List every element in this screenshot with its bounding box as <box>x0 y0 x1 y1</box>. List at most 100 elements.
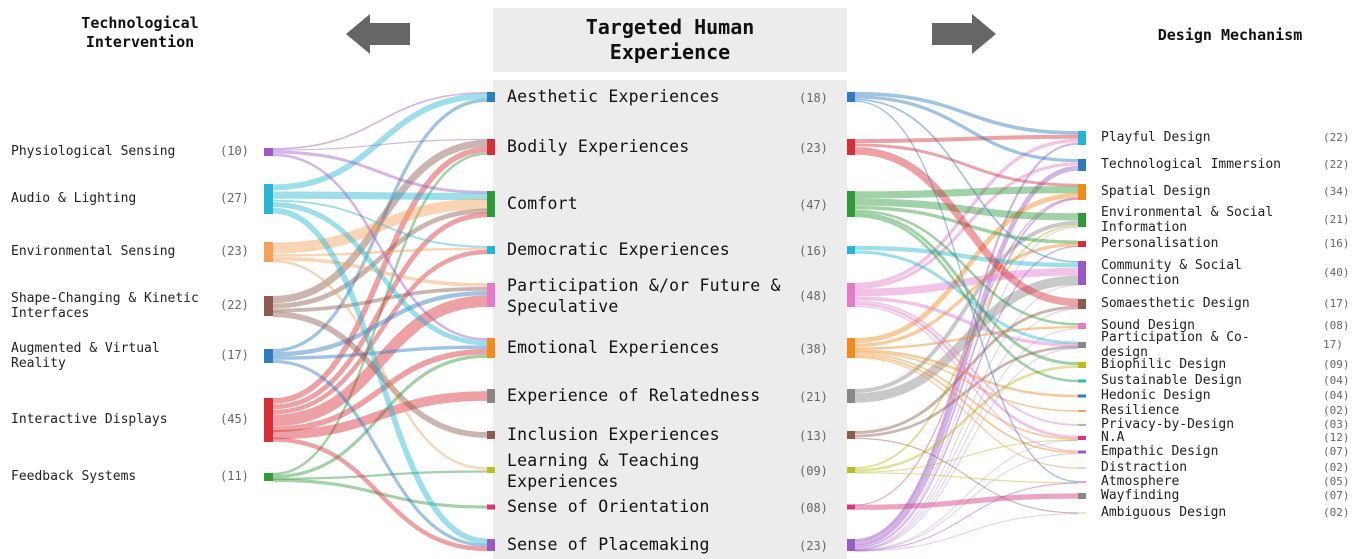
left-flow-link <box>272 249 488 415</box>
middle-column-header-text: Targeted Human Experience <box>585 15 755 64</box>
right-node-bar <box>1078 323 1086 329</box>
middle-node-label: Emotional Experiences <box>507 338 720 357</box>
right-node-count: (02) <box>1323 506 1350 519</box>
right-node-bar <box>1078 493 1086 499</box>
right-node-label: Distraction <box>1101 460 1188 475</box>
left-node-count: (27) <box>220 191 249 205</box>
right-flow-link <box>854 513 1079 552</box>
right-node-count: (16) <box>1323 237 1350 250</box>
right-flow-link <box>854 198 1079 547</box>
middle-node-count: (08) <box>799 501 828 515</box>
middle-node-count: (47) <box>799 198 828 212</box>
left-node-count: (17) <box>220 348 249 362</box>
right-node-label: Privacy-by-Design <box>1101 417 1235 432</box>
middle-node-bar-left <box>487 92 495 102</box>
right-flow-link <box>854 100 1079 483</box>
right-flow-link <box>854 138 1079 287</box>
right-flow-link <box>854 325 1079 350</box>
right-node-count: (34) <box>1323 185 1350 198</box>
right-flow-link <box>854 351 1079 412</box>
middle-node-label: Sense of Orientation <box>507 497 710 516</box>
left-node-bar <box>264 349 273 363</box>
right-node-label: Ambiguous Design <box>1101 505 1227 520</box>
middle-node-bar-left <box>487 504 495 510</box>
middle-panel-background <box>493 80 847 559</box>
right-flow-link <box>854 250 1079 345</box>
right-node-count: (12) <box>1323 431 1350 444</box>
left-flow-link <box>272 470 488 480</box>
right-flow-link <box>854 226 1079 548</box>
left-node-bar <box>264 398 273 442</box>
right-node-label: N.A <box>1101 430 1125 445</box>
right-flow-link <box>854 205 1079 244</box>
right-node-bar <box>1078 410 1086 412</box>
right-flow-link <box>854 91 1079 135</box>
left-node-label: Feedback Systems <box>11 469 137 484</box>
right-node-count: (17) <box>1323 297 1350 310</box>
right-node-label: Somaesthetic Design <box>1101 296 1250 311</box>
right-node-count: (08) <box>1323 319 1350 332</box>
right-flow-link <box>854 284 1079 550</box>
left-flow-link <box>272 256 488 287</box>
left-node-label: Environmental Sensing <box>11 244 176 259</box>
right-flow-link <box>854 302 1079 439</box>
right-flow-link <box>854 245 1079 549</box>
middle-node-bar-right <box>847 92 855 102</box>
right-flow-link <box>854 162 1079 290</box>
middle-node-bar-left <box>487 389 495 403</box>
middle-node-bar-left <box>487 539 495 551</box>
middle-node-bar-right <box>847 338 855 358</box>
right-node-label: Sound Design <box>1101 318 1195 333</box>
right-flow-link <box>854 192 1079 344</box>
middle-node-bar-left <box>487 338 495 358</box>
middle-node-label: Comfort <box>507 194 578 213</box>
middle-node-label: Inclusion Experiences <box>507 425 720 444</box>
right-node-count: (04) <box>1323 389 1350 402</box>
right-node-bar <box>1078 512 1086 514</box>
middle-node-label: Participation &/or Future & Speculative <box>507 276 781 316</box>
middle-node-bar-right <box>847 431 855 439</box>
right-flow-link <box>854 305 1079 452</box>
right-flow-link <box>854 220 1079 393</box>
right-node-label: Atmosphere <box>1101 474 1180 489</box>
right-flow-link <box>854 142 1079 541</box>
left-flow-link <box>272 348 488 433</box>
right-node-count: (05) <box>1323 475 1350 488</box>
right-flow-link <box>854 356 1079 469</box>
left-node-bar <box>264 296 273 316</box>
right-flow-link <box>854 347 1079 551</box>
left-node-label: Physiological Sensing <box>11 144 176 159</box>
arrow-right-icon <box>932 14 996 54</box>
middle-node-bar-left <box>487 283 495 307</box>
right-node-label: Participation & Co-design <box>1101 330 1250 360</box>
left-flow-link <box>272 92 488 150</box>
right-node-count: (07) <box>1323 445 1350 458</box>
middle-node-bar-right <box>847 246 855 254</box>
right-node-count: (04) <box>1323 374 1350 387</box>
right-node-bar <box>1078 379 1086 383</box>
right-node-bar <box>1078 241 1086 247</box>
middle-node-bar-right <box>847 191 855 217</box>
middle-node-count: (23) <box>799 141 828 155</box>
right-flow-link <box>854 453 1079 552</box>
right-node-bar <box>1078 450 1086 454</box>
left-node-label: Shape-Changing & Kinetic Interfaces <box>11 291 199 321</box>
right-node-bar <box>1078 424 1086 426</box>
left-flow-link <box>272 212 488 410</box>
left-flow-link <box>272 311 488 438</box>
left-flow-link <box>272 345 488 360</box>
right-flow-link <box>854 242 1079 348</box>
middle-node-bar-left <box>487 431 495 439</box>
middle-node-bar-right <box>847 283 855 307</box>
left-flow-link <box>272 152 488 476</box>
right-flow-link <box>854 439 1079 551</box>
middle-node-label: Democratic Experiences <box>507 240 730 259</box>
right-node-label: Resilience <box>1101 403 1180 418</box>
left-flow-link <box>272 295 488 427</box>
left-node-count: (22) <box>220 298 249 312</box>
right-node-label: Empathic Design <box>1101 444 1219 459</box>
left-column-header: Technological Intervention <box>81 14 199 51</box>
left-node-count: (11) <box>220 469 249 483</box>
left-flow-link <box>272 208 488 309</box>
left-flow-link <box>272 478 488 509</box>
